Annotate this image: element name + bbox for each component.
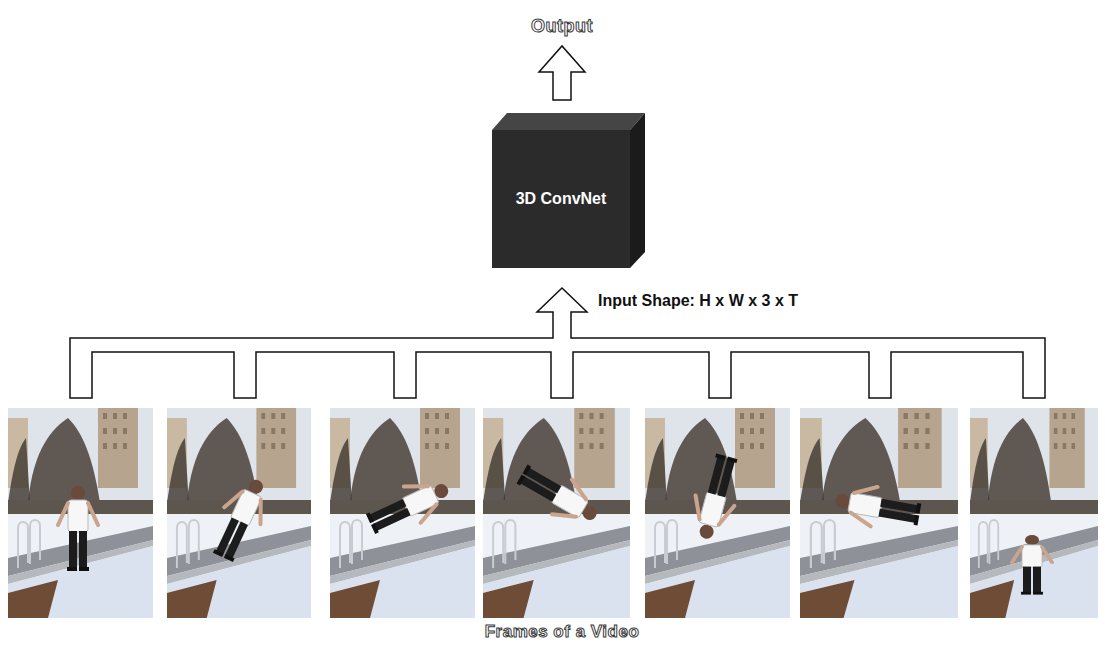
caption: Frames of a Video <box>485 622 640 642</box>
input-bracket-arrow <box>70 288 1045 398</box>
convnet-cube: 3D ConvNet <box>492 130 630 268</box>
node-text: 3D ConvNet <box>516 190 607 208</box>
cube-top-face <box>492 113 645 130</box>
input-shape-label: Input Shape: H x W x 3 x T <box>598 292 798 310</box>
video-frames <box>8 408 1098 618</box>
output-label: Output <box>531 16 593 37</box>
output-arrow <box>539 46 585 100</box>
cube-side-face <box>630 113 645 268</box>
